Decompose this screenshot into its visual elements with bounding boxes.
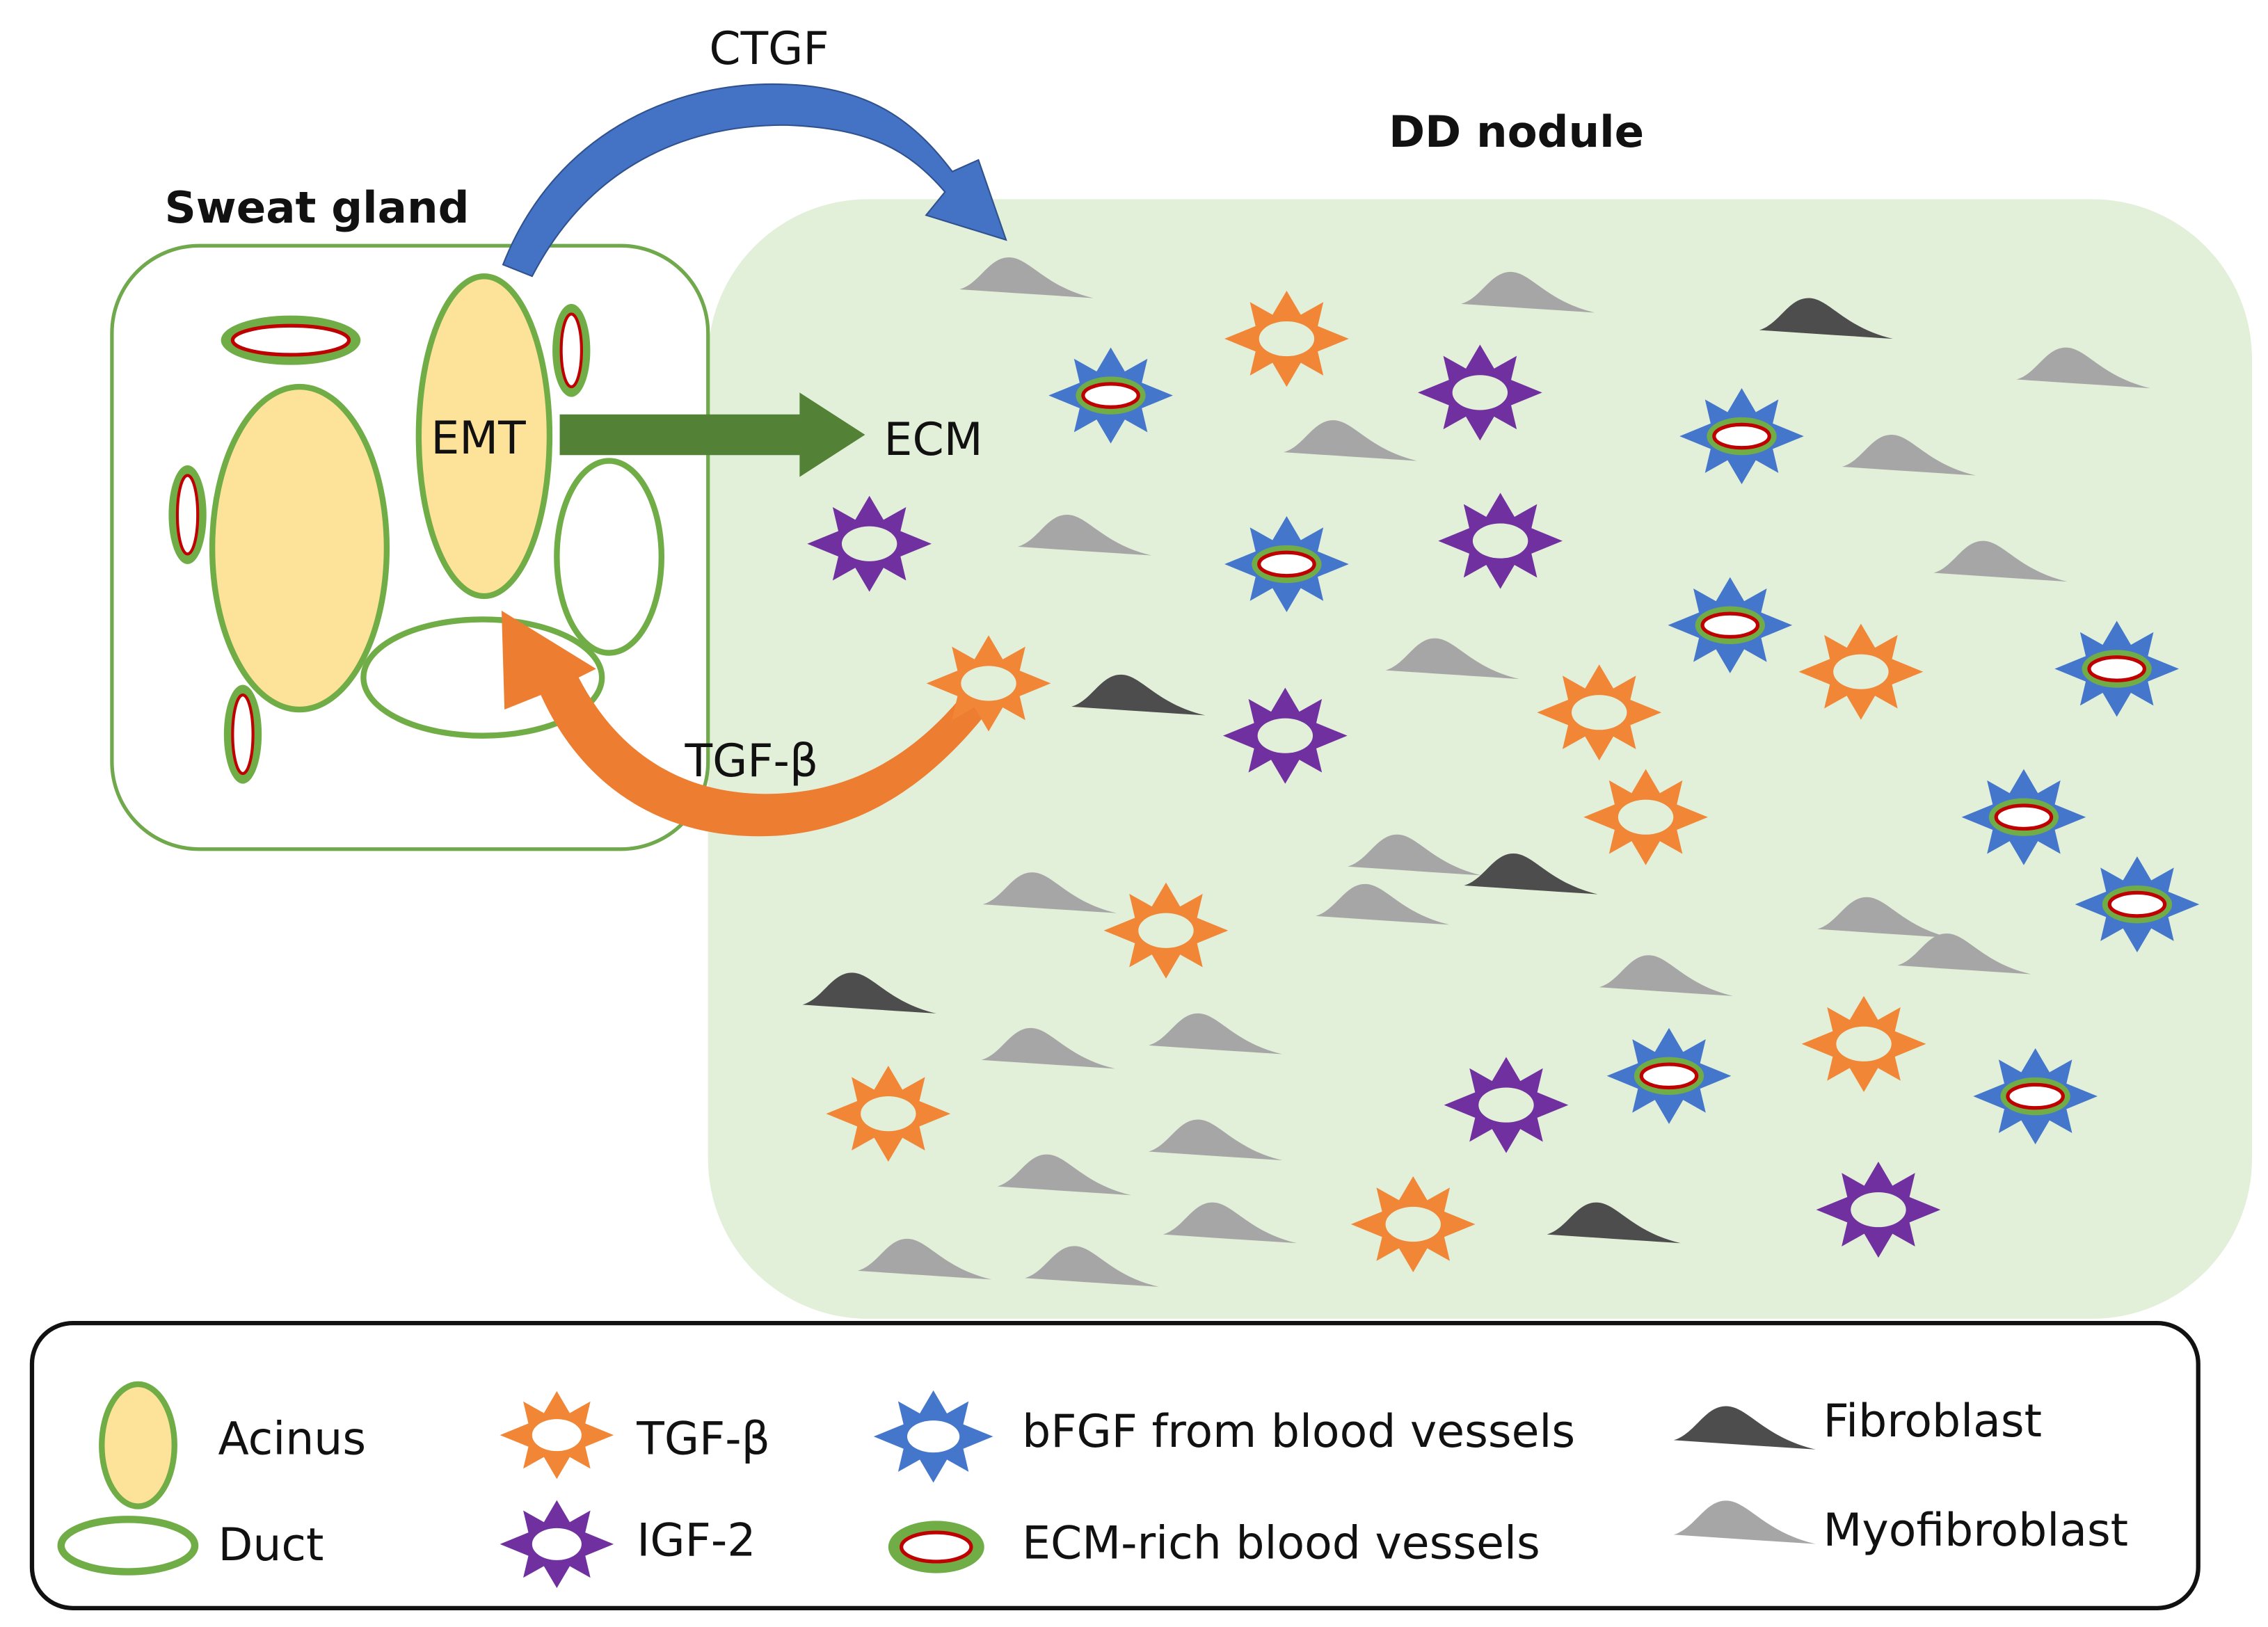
tgf-beta-factor — [826, 1066, 951, 1162]
ctgf-arrow — [502, 83, 1007, 278]
ecm-vessel-left — [168, 465, 207, 565]
sweat-gland-title: Sweat gland — [165, 182, 470, 233]
ecm-vessel-top — [221, 315, 361, 365]
igf2-factor — [1444, 1057, 1569, 1153]
tgf-beta-factor — [1350, 1176, 1476, 1273]
legend-duct-icon — [57, 1516, 199, 1576]
ecm-arrow — [559, 392, 865, 477]
tgf-beta-label: TGF-β — [685, 735, 819, 787]
igf2-factor — [1816, 1162, 1941, 1258]
ecm-vessel-bottom — [223, 684, 262, 784]
legend-acinus-icon — [99, 1381, 177, 1509]
legend-tgf-beta-label: TGF-β — [636, 1413, 770, 1465]
igf2-factor — [1223, 687, 1348, 784]
tgf-beta-factor — [1103, 882, 1229, 979]
nodule-contents — [802, 257, 2200, 1287]
legend-ecm-vessel-icon — [888, 1521, 984, 1573]
bfgf-blood-vessel — [1668, 577, 1793, 673]
tgf-beta-factor — [1537, 664, 1662, 761]
bfgf-blood-vessel — [1961, 769, 2086, 865]
tgf-beta-factor — [1801, 995, 1926, 1092]
emt-label: EMT — [431, 412, 526, 465]
duct-right — [554, 458, 665, 656]
ecm-vessel-right — [552, 303, 591, 397]
legend-bfgf-label: bFGF from blood vessels — [1022, 1406, 1575, 1458]
acinus-emt — [415, 273, 553, 600]
tgf-beta-factor — [1583, 769, 1708, 865]
tgf-beta-factor — [1224, 290, 1349, 387]
bfgf-blood-vessel — [2075, 856, 2200, 953]
ctgf-label: CTGF — [709, 23, 829, 75]
bfgf-blood-vessel — [1224, 515, 1349, 613]
tgf-beta-factor — [926, 635, 1051, 732]
legend-igf2-icon — [500, 1500, 614, 1589]
igf2-factor — [1418, 344, 1542, 441]
legend-ecm-vessel-label: ECM-rich blood vessels — [1022, 1518, 1540, 1570]
acinus-large — [209, 383, 390, 713]
bfgf-blood-vessel — [1048, 347, 1173, 444]
igf2-factor — [1438, 492, 1563, 589]
legend-acinus-label: Acinus — [218, 1413, 366, 1465]
tgf-beta-factor — [1798, 623, 1924, 720]
bfgf-blood-vessel — [1973, 1048, 2098, 1145]
legend-igf2-label: IGF-2 — [637, 1515, 756, 1567]
bfgf-blood-vessel — [1606, 1027, 1732, 1124]
igf2-factor — [807, 495, 932, 592]
legend-bfgf-icon — [873, 1390, 993, 1483]
bfgf-blood-vessel — [1679, 388, 1804, 485]
legend-duct-label: Duct — [218, 1519, 324, 1571]
dd-nodule-title: DD nodule — [1389, 106, 1644, 157]
legend-tgf-beta-icon — [500, 1390, 614, 1480]
ecm-label: ECM — [884, 414, 983, 466]
bfgf-blood-vessel — [2054, 620, 2179, 717]
legend-fibroblast-label: Fibroblast — [1823, 1395, 2042, 1448]
tgf-beta-arrow — [501, 610, 1000, 837]
legend-myofibroblast-label: Myofibroblast — [1823, 1505, 2129, 1557]
